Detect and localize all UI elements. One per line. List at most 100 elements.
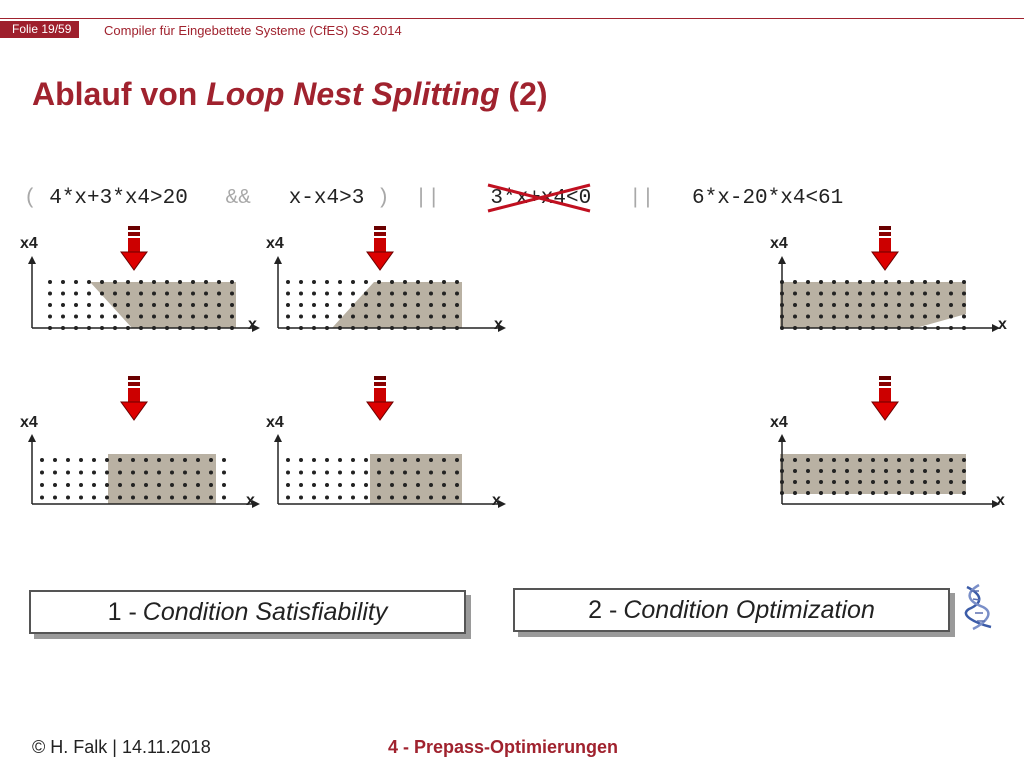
- plot-term2-satisfiable: x4 x: [266, 414, 506, 526]
- grid-point: [66, 470, 70, 475]
- grid-point: [100, 303, 104, 307]
- grid-point: [170, 483, 174, 487]
- grid-point: [442, 495, 446, 500]
- down-arrow-icon: [366, 376, 394, 421]
- grid-point: [858, 291, 862, 296]
- grid-point: [884, 314, 888, 319]
- grid-point: [845, 469, 849, 473]
- grid-point: [455, 291, 459, 296]
- slide-title: Ablauf von Loop Nest Splitting (2): [32, 76, 548, 113]
- grid-point: [325, 483, 329, 487]
- grid-point: [53, 458, 57, 462]
- grid-point: [191, 303, 195, 307]
- down-arrow-icon: [366, 226, 394, 271]
- grid-point: [286, 303, 290, 307]
- grid-point: [429, 291, 433, 296]
- grid-point: [312, 483, 316, 487]
- grid-point: [832, 291, 836, 296]
- grid-point: [364, 495, 368, 500]
- grid-point: [126, 291, 130, 296]
- grid-point: [884, 291, 888, 296]
- plot-term4-region: x4 x: [770, 235, 1010, 348]
- grid-point: [196, 458, 200, 462]
- grid-point: [390, 314, 394, 319]
- grid-point: [429, 458, 433, 462]
- grid-point: [152, 314, 156, 319]
- grid-point: [152, 280, 156, 284]
- grid-point: [962, 280, 966, 284]
- grid-point: [66, 495, 70, 500]
- grid-point: [351, 314, 355, 319]
- formula-or-operator: ||: [629, 187, 655, 210]
- grid-point: [455, 314, 459, 319]
- grid-point: [183, 483, 187, 487]
- grid-point: [92, 495, 96, 500]
- grid-point: [390, 458, 394, 462]
- grid-point: [403, 291, 407, 296]
- grid-point: [79, 458, 83, 462]
- grid-point: [165, 314, 169, 319]
- grid-point: [325, 314, 329, 319]
- x-axis-label: x: [246, 492, 255, 509]
- grid-point: [40, 495, 44, 500]
- grid-point: [152, 291, 156, 296]
- grid-point: [61, 291, 65, 296]
- grid-point: [338, 303, 342, 307]
- grid-point: [923, 480, 927, 484]
- grid-point: [845, 314, 849, 319]
- grid-point: [299, 303, 303, 307]
- grid-point: [191, 314, 195, 319]
- grid-point: [131, 483, 135, 487]
- grid-point: [40, 470, 44, 475]
- y-axis-label: x4: [770, 235, 788, 252]
- grid-point: [222, 470, 226, 475]
- grid-point: [442, 291, 446, 296]
- grid-point: [74, 291, 78, 296]
- grid-point: [910, 291, 914, 296]
- x-axis-label: x: [996, 492, 1005, 509]
- header-rule: [0, 18, 1024, 19]
- grid-point: [286, 470, 290, 475]
- grid-point: [61, 303, 65, 307]
- grid-point: [364, 280, 368, 284]
- grid-point: [100, 291, 104, 296]
- grid-point: [949, 480, 953, 484]
- grid-point: [897, 480, 901, 484]
- slide-counter: Folie 19/59: [0, 21, 80, 38]
- formula-term-4: 6*x-20*x4<61: [692, 187, 844, 210]
- grid-point: [230, 291, 234, 296]
- grid-point: [105, 495, 109, 500]
- grid-point: [92, 483, 96, 487]
- grid-point: [364, 291, 368, 296]
- grid-point: [806, 314, 810, 319]
- grid-point: [819, 314, 823, 319]
- grid-point: [897, 491, 901, 495]
- grid-point: [351, 458, 355, 462]
- formula-term-3-struck: 3*x+x4<0: [487, 183, 591, 213]
- grid-point: [87, 280, 91, 284]
- grid-point: [40, 483, 44, 487]
- grid-point: [105, 470, 109, 475]
- grid-point: [87, 291, 91, 296]
- grid-point: [157, 458, 161, 462]
- grid-point: [936, 303, 940, 307]
- plot-term1-region: x4 x: [20, 235, 260, 348]
- grid-point: [923, 303, 927, 307]
- grid-point: [299, 291, 303, 296]
- grid-point: [793, 303, 797, 307]
- strike-cross-icon: [487, 183, 591, 213]
- grid-point: [100, 314, 104, 319]
- grid-point: [871, 303, 875, 307]
- grid-point: [884, 469, 888, 473]
- grid-point: [364, 303, 368, 307]
- grid-point: [923, 291, 927, 296]
- grid-point: [48, 314, 52, 319]
- grid-point: [793, 314, 797, 319]
- grid-point: [312, 314, 316, 319]
- grid-point: [377, 495, 381, 500]
- grid-point: [416, 303, 420, 307]
- grid-point: [286, 495, 290, 500]
- grid-point: [949, 303, 953, 307]
- grid-point: [949, 291, 953, 296]
- grid-point: [442, 280, 446, 284]
